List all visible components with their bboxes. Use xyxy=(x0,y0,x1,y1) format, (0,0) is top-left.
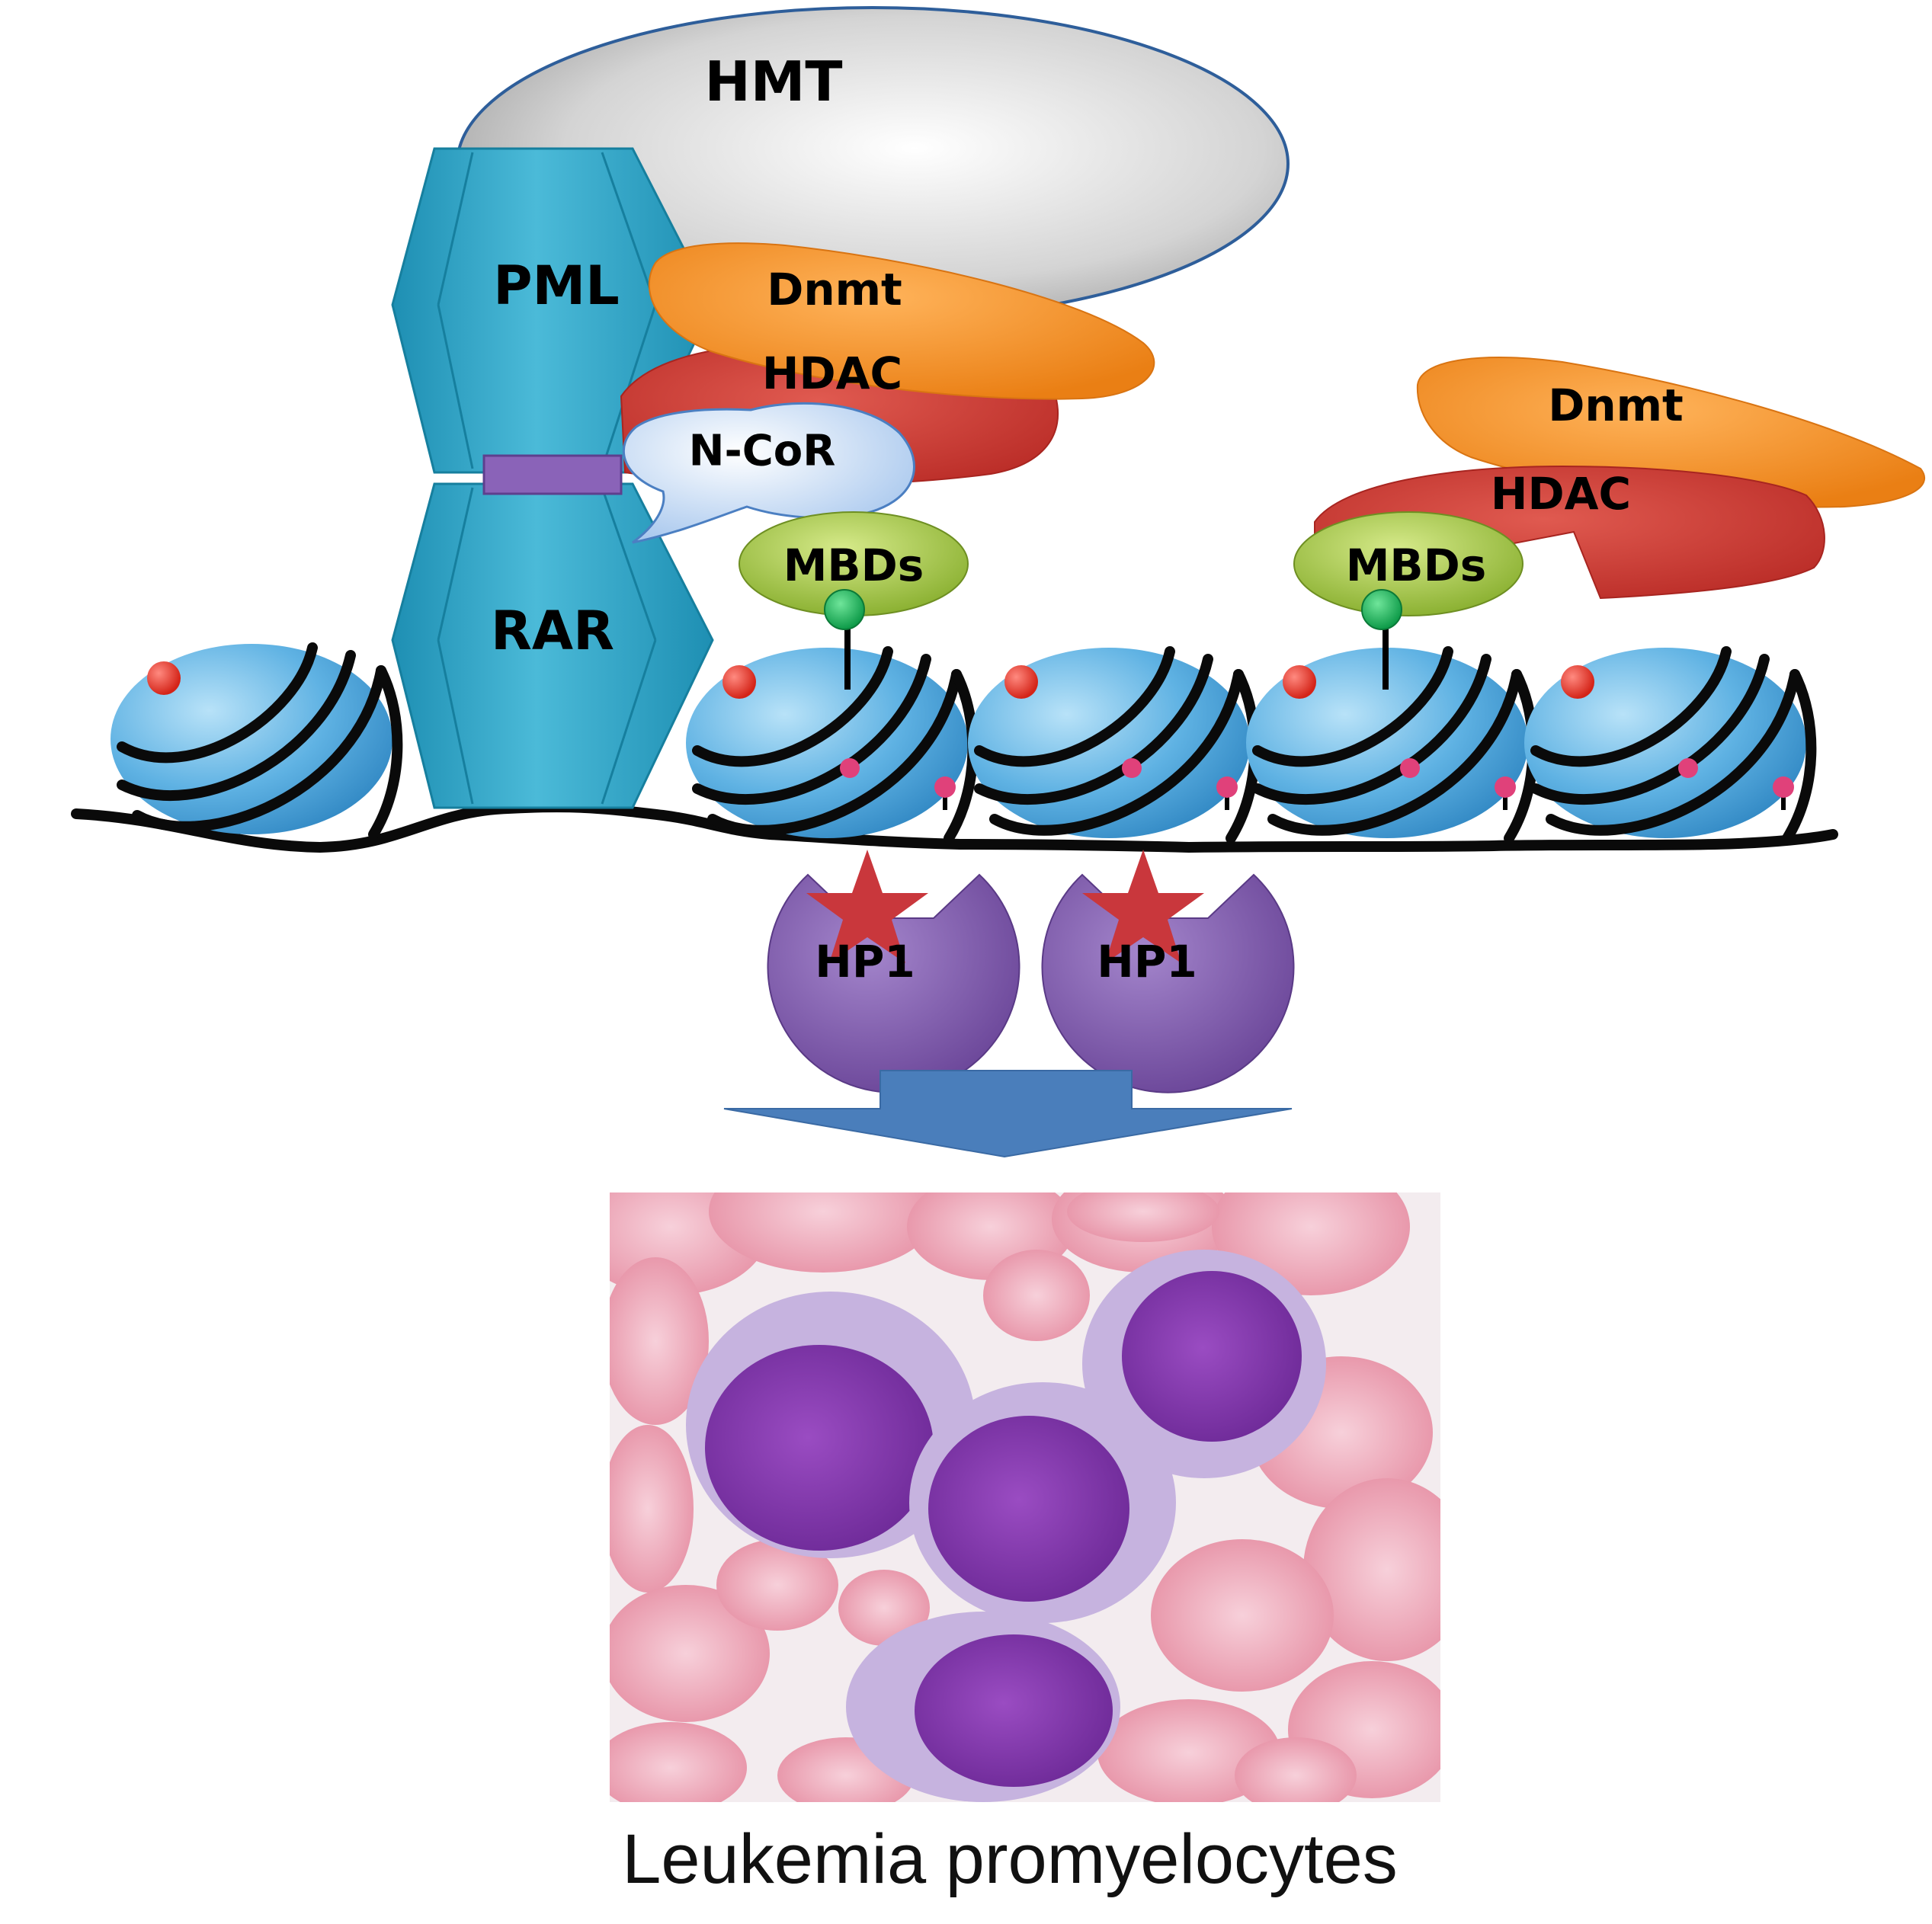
hdac-left-label: HDAC xyxy=(762,347,902,399)
red-blood-cell xyxy=(610,1585,770,1722)
red-blood-cell xyxy=(709,1192,937,1273)
hmt-label: HMT xyxy=(704,50,842,114)
nucleosome-icon xyxy=(686,646,979,844)
star-icon xyxy=(1082,850,1204,963)
ncor-bubble xyxy=(623,402,915,544)
pink-dot-icon xyxy=(1495,776,1516,798)
red-blood-cell xyxy=(1303,1478,1440,1661)
red-blood-cell xyxy=(610,1257,709,1425)
pink-dot-icon xyxy=(1122,758,1142,778)
methyl-cpg-bead xyxy=(824,589,865,630)
red-blood-cell xyxy=(610,1425,694,1593)
dnmt-left-label: Dnmt xyxy=(767,264,902,315)
red-blood-cell xyxy=(1097,1699,1280,1802)
dnmt-right-label: Dnmt xyxy=(1548,379,1684,431)
mbds-right xyxy=(1293,511,1523,690)
dnmt-left xyxy=(648,242,1155,400)
rar-hexagon xyxy=(391,482,714,809)
red-blood-cell xyxy=(1235,1737,1357,1802)
red-dot-icon xyxy=(1283,665,1316,699)
red-blood-cell xyxy=(1151,1539,1334,1692)
nucleosome-array xyxy=(111,642,1817,844)
red-blood-cell xyxy=(983,1250,1090,1341)
fusion-linker xyxy=(482,454,623,495)
promyelocyte-cell xyxy=(846,1612,1120,1802)
arrow-down-icon xyxy=(723,1070,1293,1158)
ncor-label: N-CoR xyxy=(689,427,836,476)
dna-strand xyxy=(71,802,1838,853)
pink-dot-icon xyxy=(1678,758,1698,778)
hdac-right-label: HDAC xyxy=(1491,468,1631,520)
hp1-right-label: HP1 xyxy=(1097,936,1197,988)
pml-label: PML xyxy=(493,255,620,317)
nucleosome-icon xyxy=(1524,646,1817,844)
rar-label: RAR xyxy=(491,600,614,662)
star-icon xyxy=(806,850,928,963)
micrograph-caption: Leukemia promyelocytes xyxy=(622,1820,1398,1898)
promyelocyte-cell xyxy=(1082,1250,1326,1478)
red-dot-icon xyxy=(1004,665,1038,699)
mbds-left xyxy=(739,511,969,690)
promyelocyte-cell xyxy=(909,1382,1176,1623)
hp1-right xyxy=(1041,850,1295,1093)
red-dot-icon xyxy=(147,661,181,695)
pink-dot-icon xyxy=(1400,758,1420,778)
promyelocyte-cell xyxy=(686,1292,976,1558)
red-dot-icon xyxy=(722,665,756,699)
red-dot-icon xyxy=(1561,665,1594,699)
methyl-cpg-bead xyxy=(1361,589,1402,630)
red-blood-cell xyxy=(1067,1192,1219,1242)
pink-dot-icon xyxy=(1216,776,1238,798)
promyelocyte-micrograph xyxy=(610,1192,1440,1802)
mbds-right-label: MBDs xyxy=(1346,539,1487,591)
red-blood-cell xyxy=(838,1570,930,1646)
red-blood-cell xyxy=(610,1722,747,1802)
mbds-left-label: MBDs xyxy=(783,539,924,591)
nucleosome-icon xyxy=(968,646,1261,844)
pink-dot-icon xyxy=(840,758,860,778)
red-blood-cell xyxy=(716,1539,838,1631)
nucleosome-icon xyxy=(1246,646,1539,844)
hp1-left-label: HP1 xyxy=(815,936,915,988)
pink-dot-icon xyxy=(1773,776,1794,798)
pink-dot-icon xyxy=(934,776,956,798)
nucleosome-icon xyxy=(111,642,403,840)
red-blood-cells xyxy=(610,1192,1440,1802)
